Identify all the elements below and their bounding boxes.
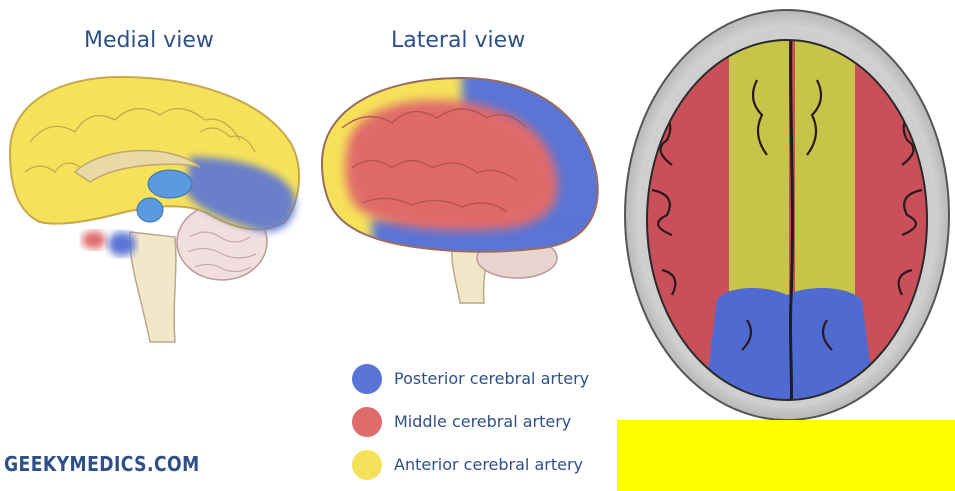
mri-axial-panel — [617, 0, 955, 491]
medial-view-title: Medial view — [84, 28, 214, 53]
medial-brain-illustration — [0, 62, 310, 362]
thalamus — [148, 170, 192, 198]
medial-mca-patch — [82, 231, 106, 249]
vascular-territories-diagram: Medial view Lateral view — [0, 0, 617, 491]
medial-pca-patch — [108, 232, 136, 256]
mri-aca-right — [795, 30, 855, 300]
lateral-view-title: Lateral view — [391, 28, 525, 53]
mri-axial-image — [617, 0, 955, 420]
yellow-caption-bar — [617, 420, 955, 491]
brainstem — [130, 232, 176, 342]
legend-label-posterior: Posterior cerebral artery — [394, 369, 589, 388]
legend-swatch-posterior — [352, 364, 382, 394]
midbrain-region — [137, 198, 163, 222]
legend-swatch-middle — [352, 407, 382, 437]
mri-aca-left — [729, 30, 789, 300]
lateral-brain-illustration — [312, 68, 612, 328]
legend-label-anterior: Anterior cerebral artery — [394, 455, 583, 474]
geekymedics-logo-text: GEEKYMEDICS.COM — [4, 452, 200, 476]
legend-swatch-anterior — [352, 450, 382, 480]
legend-label-middle: Middle cerebral artery — [394, 412, 571, 431]
